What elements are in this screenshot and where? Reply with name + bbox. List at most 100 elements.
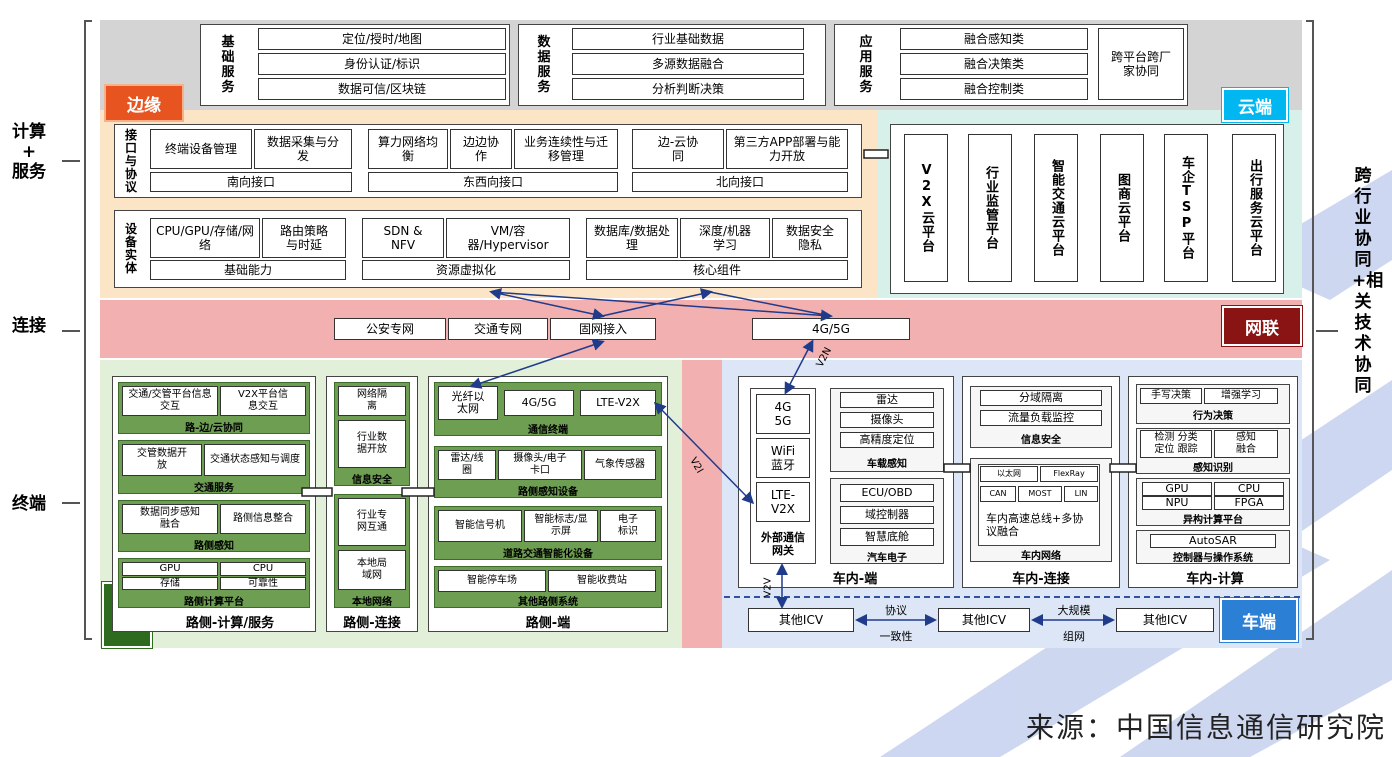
car-detect: 检测 分类 定位 跟踪 <box>1140 430 1212 458</box>
edge-iface-title: 接口与协议 <box>124 127 137 194</box>
road-terminal-caption: 路侧-端 <box>525 616 571 631</box>
road-term-toll: 智能收费站 <box>548 570 656 592</box>
road-conn-isolation: 网络隔离 <box>338 386 406 416</box>
bus-most: MOST <box>1018 486 1062 502</box>
road-term-g1-caption: 通信终端 <box>528 424 568 436</box>
road-g2-item-1: 交管数据开放 <box>122 444 202 476</box>
car-ecu-caption: 汽车电子 <box>867 552 907 564</box>
icv-1: 其他ICV <box>748 608 854 632</box>
road-conn-private: 行业专网互通 <box>338 498 406 546</box>
net-public-security: 公安专网 <box>334 318 446 340</box>
edge-basic-item-1: CPU/GPU/存储/网络 <box>150 218 260 258</box>
road-g1-caption: 路-边/云协同 <box>185 422 243 434</box>
road-term-4g5g: 4G/5G <box>504 390 574 416</box>
edge-core-item-3: 数据安全隐私 <box>772 218 848 258</box>
tag-net: 网联 <box>1221 305 1303 347</box>
car-reinforce-learning: 增强学习 <box>1204 388 1278 404</box>
icv-divider <box>724 596 1300 598</box>
gateway-wifi: WiFi 蓝牙 <box>756 438 810 478</box>
net-traffic: 交通专网 <box>448 318 548 340</box>
road-g2-caption: 交通服务 <box>194 482 234 494</box>
bus-text: 车内高速总线+多协议融合 <box>986 512 1084 538</box>
car-domain-ctrl: 域控制器 <box>840 506 934 524</box>
car-bus-caption: 车内网络 <box>1021 550 1061 562</box>
car-terminal-caption: 车内-端 <box>832 572 878 587</box>
car-compute-caption: 车内-计算 <box>1186 572 1244 587</box>
road-term-radar: 雷达/线圈 <box>438 450 496 480</box>
label-connect: 连接 <box>12 316 46 336</box>
icv-2: 其他ICV <box>938 608 1030 632</box>
car-per-caption: 感知识别 <box>1193 462 1233 474</box>
edge-core-item-2: 深度/机器学习 <box>680 218 770 258</box>
car-hw-caption: 异构计算平台 <box>1183 514 1243 526</box>
road-g3-item-1: 数据同步感知融合 <box>122 504 218 534</box>
edge-core-item-1: 数据库/数据处理 <box>586 218 678 258</box>
road-g3-item-2: 路侧信息整合 <box>220 504 306 534</box>
car-traffic-monitor: 流量负载监控 <box>980 410 1102 426</box>
edge-south-caption: 南向接口 <box>150 172 352 192</box>
basic-service-title: 基础服务 <box>221 35 235 95</box>
label-cross-industry: 跨行业协同+相关技术协同 <box>1352 166 1384 396</box>
app-service-title: 应用服务 <box>859 35 873 95</box>
edge-east-item-3: 业务连续性与迁移管理 <box>514 129 618 169</box>
cloud-platform-1: V2X云平台 <box>904 134 948 282</box>
car-sense-caption: 车载感知 <box>867 458 907 470</box>
gateway-caption: 外部通信网关 <box>761 531 805 557</box>
car-autosar: AutoSAR <box>1150 534 1276 548</box>
road-term-g4-caption: 其他路侧系统 <box>518 596 578 608</box>
car-hd-position: 高精度定位 <box>840 432 934 448</box>
source-caption: 来源：中国信息通信研究院 <box>1025 711 1386 744</box>
icv-3: 其他ICV <box>1116 608 1214 632</box>
road-g2-item-2: 交通状态感知与调度 <box>204 444 306 476</box>
bus-flexray: FlexRay <box>1040 466 1098 482</box>
icv-label-network: 组网 <box>1063 630 1085 643</box>
edge-basic-item-2: 路由策略与时延 <box>262 218 346 258</box>
road-term-ltev2x: LTE-V2X <box>580 390 656 416</box>
service-item-control: 融合控制类 <box>900 78 1088 100</box>
net-fixed-access: 固网接入 <box>550 318 656 340</box>
road-term-camera: 摄像头/电子卡口 <box>498 450 582 480</box>
service-item-data-fusion: 多源数据融合 <box>572 53 804 75</box>
edge-virt-caption: 资源虚拟化 <box>362 260 570 280</box>
service-item-decision-class: 融合决策类 <box>900 53 1088 75</box>
bus-lin: LIN <box>1064 486 1098 502</box>
car-smart-cabin: 智慧底舱 <box>840 528 934 546</box>
road-g3-caption: 路侧感知 <box>194 540 234 552</box>
service-item-industry-data: 行业基础数据 <box>572 28 804 50</box>
car-radar: 雷达 <box>840 392 934 408</box>
label-compute-service: 计算 + 服务 <box>12 122 46 182</box>
car-domain-isolation: 分域隔离 <box>980 390 1102 406</box>
edge-basic-caption: 基础能力 <box>150 260 346 280</box>
car-dec-caption: 行为决策 <box>1193 410 1233 422</box>
service-item-decision: 分析判断决策 <box>572 78 804 100</box>
icv-label-consistency: 一致性 <box>879 630 913 643</box>
label-terminal: 终端 <box>12 494 46 514</box>
edge-east-item-2: 边边协作 <box>450 129 512 169</box>
car-npu: NPU <box>1142 496 1212 510</box>
road-compute-caption: 路侧-计算/服务 <box>185 616 275 631</box>
edge-core-caption: 核心组件 <box>586 260 848 280</box>
car-cpu: CPU <box>1214 482 1284 496</box>
service-item-blockchain: 数据可信/区块链 <box>258 78 506 100</box>
road-pink-gap <box>682 360 722 648</box>
icv-label-scale: 大规模 <box>1057 604 1091 617</box>
service-item-identity: 身份认证/标识 <box>258 53 506 75</box>
service-item-location: 定位/授时/地图 <box>258 28 506 50</box>
edge-south-item-2: 数据采集与分发 <box>254 129 352 169</box>
gateway-4g5g: 4G 5G <box>756 394 810 434</box>
icv-label-protocol: 协议 <box>885 604 907 617</box>
car-gpu: GPU <box>1142 482 1212 496</box>
cloud-platform-4: 图商云平台 <box>1100 134 1144 282</box>
gateway-ltev2x: LTE- V2X <box>756 482 810 522</box>
edge-virt-item-2: VM/容器/Hypervisor <box>446 218 570 258</box>
car-sec-caption: 信息安全 <box>1021 434 1061 446</box>
edge-north-item-1: 边-云协同 <box>632 129 724 169</box>
network-band <box>100 300 1302 358</box>
road-conn-open: 行业数据开放 <box>338 420 406 468</box>
car-handwritten-decision: 手写决策 <box>1140 388 1202 404</box>
cloud-panel <box>890 124 1284 294</box>
right-bracket <box>1306 20 1314 640</box>
cloud-platform-6: 出行服务云平台 <box>1232 134 1276 282</box>
car-fpga: FPGA <box>1214 496 1284 510</box>
data-service-title: 数据服务 <box>537 35 551 95</box>
